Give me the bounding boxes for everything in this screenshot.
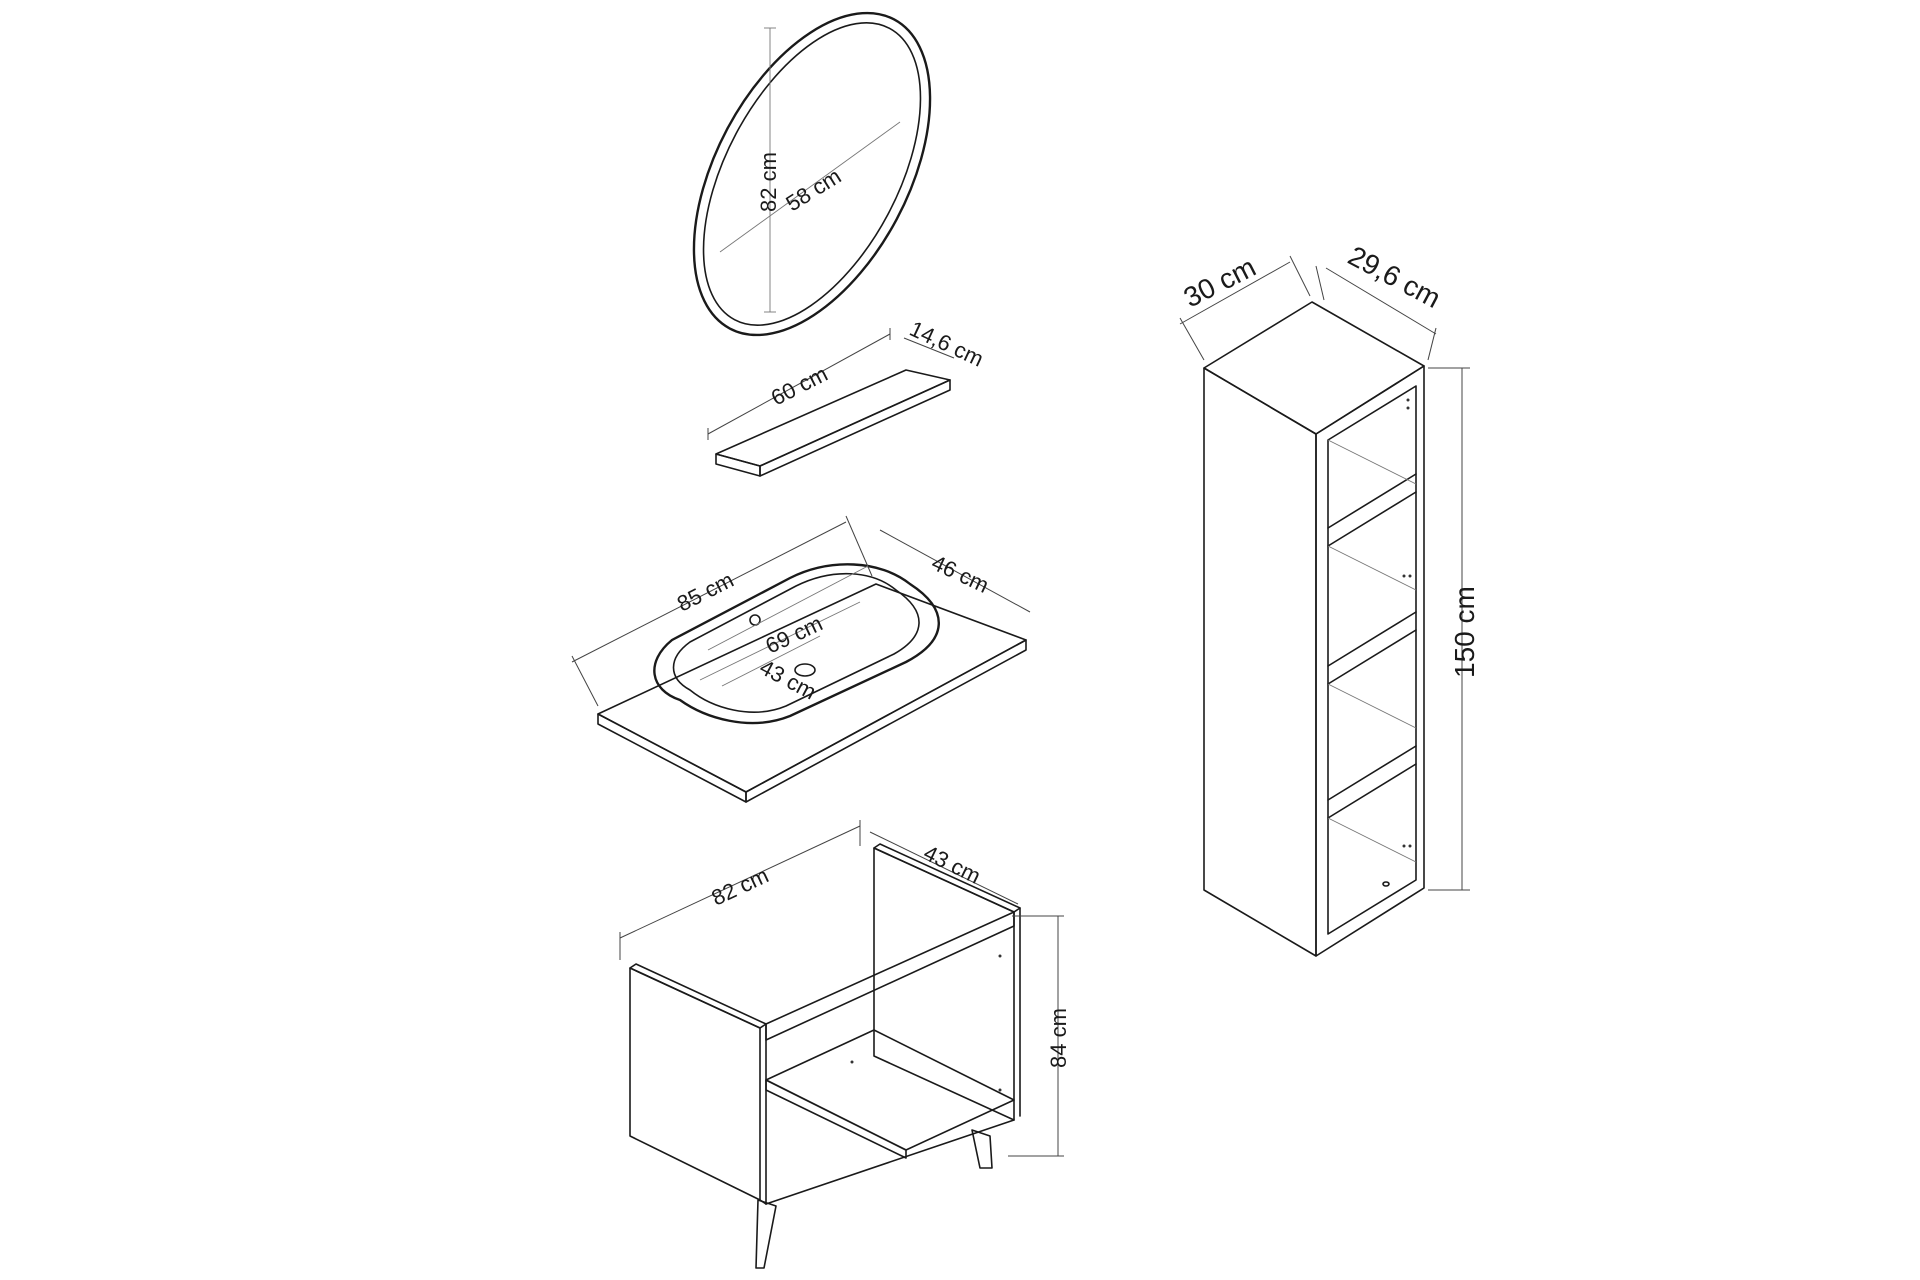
mirror-width-label: 58 cm — [781, 163, 845, 216]
vanity-dimension-lines — [619, 820, 1064, 1157]
tall-storage-cabinet — [1203, 301, 1425, 957]
mirror-height-label: 82 cm — [756, 152, 781, 212]
basin-width-label: 43 cm — [756, 654, 821, 704]
vanity-depth-label: 43 cm — [920, 840, 985, 889]
basin-length-label: 69 cm — [762, 611, 827, 659]
wall-shelf — [715, 369, 951, 477]
oval-mirror — [692, 11, 932, 337]
countertop-depth-label: 46 cm — [928, 550, 993, 598]
tall-cabinet-dimension-lines — [1179, 255, 1470, 891]
tall-cabinet-width-label: 30 cm — [1179, 251, 1261, 313]
countertop-with-basin — [597, 563, 1027, 803]
shelf-length-label: 60 cm — [767, 361, 832, 410]
mirror-dimension-lines — [719, 27, 901, 313]
shelf-depth-label: 14,6 cm — [906, 316, 987, 372]
shelf-dimension-lines — [707, 328, 955, 440]
countertop-width-label: 85 cm — [673, 567, 738, 616]
vanity-width-label: 82 cm — [708, 863, 773, 911]
tall-cabinet-depth-label: 29,6 cm — [1343, 240, 1446, 314]
vanity-height-label: 84 cm — [1046, 1008, 1071, 1068]
vanity-cabinet — [629, 843, 1021, 1269]
countertop-dimension-lines — [571, 515, 1031, 707]
tall-cabinet-height-label: 150 cm — [1449, 586, 1480, 678]
